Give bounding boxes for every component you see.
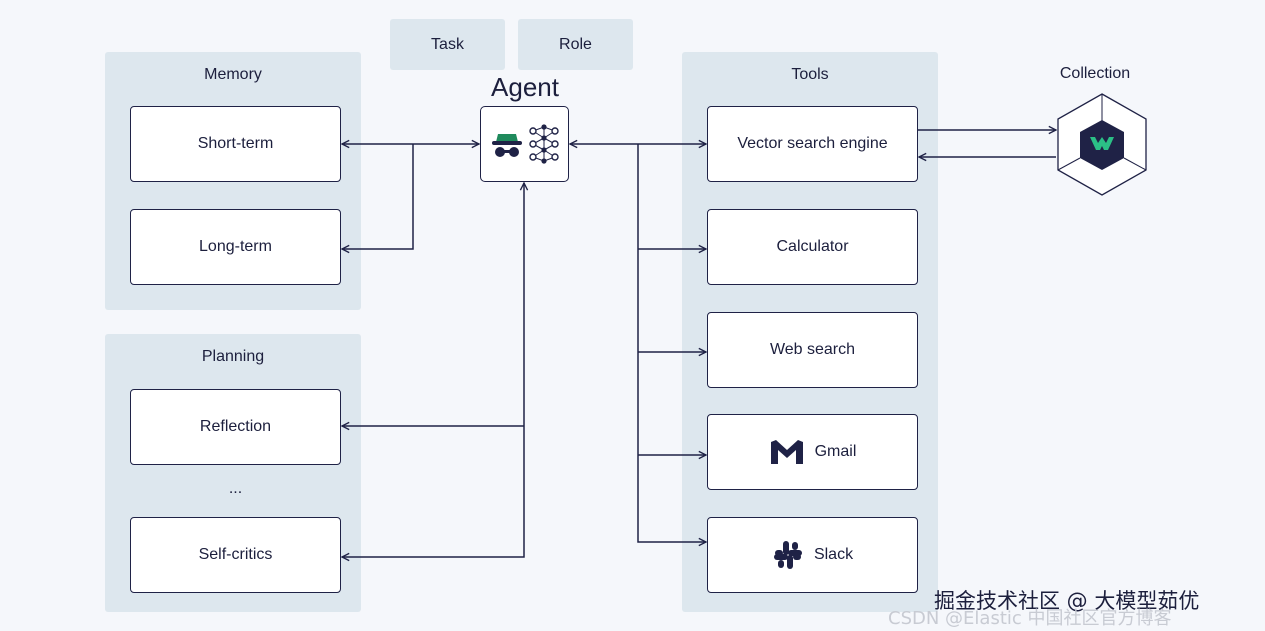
role-chip: Role xyxy=(518,19,633,70)
collection-hexagon-icon xyxy=(1055,92,1149,198)
wire-long-term xyxy=(342,144,414,249)
wire-tools-trunk xyxy=(637,144,706,542)
collection-title: Collection xyxy=(1059,65,1131,82)
tool-slack-label: Slack xyxy=(813,546,854,563)
spy-agent-icon xyxy=(490,128,524,160)
agent-title: Agent xyxy=(491,72,559,102)
memory-item-long-term: Long-term xyxy=(130,209,341,285)
task-chip: Task xyxy=(390,19,505,70)
tool-gmail: Gmail xyxy=(707,414,918,490)
memory-title: Memory xyxy=(204,66,262,83)
planning-item-self-critics: Self-critics xyxy=(130,517,341,593)
gmail-icon xyxy=(769,438,805,466)
neural-network-icon xyxy=(528,123,560,165)
planning-title: Planning xyxy=(201,348,265,365)
planning-item-reflection: Reflection xyxy=(130,389,341,465)
slack-icon xyxy=(772,539,804,571)
watermark-juejin: 掘金技术社区 @ 大模型茹优 xyxy=(934,589,1200,613)
tool-web-search: Web search xyxy=(707,312,918,388)
tool-gmail-label: Gmail xyxy=(814,443,857,460)
agent-box xyxy=(480,106,569,182)
tool-calculator: Calculator xyxy=(707,209,918,285)
memory-item-short-term: Short-term xyxy=(130,106,341,182)
wire-planning-trunk xyxy=(342,183,524,557)
planning-ellipsis: ... xyxy=(228,480,243,497)
tools-title: Tools xyxy=(791,66,829,83)
tool-vector-search-engine: Vector search engine xyxy=(707,106,918,182)
tool-slack: Slack xyxy=(707,517,918,593)
watermark-csdn: CSDN @Elastic 中国社区官方博客 xyxy=(888,608,1172,629)
